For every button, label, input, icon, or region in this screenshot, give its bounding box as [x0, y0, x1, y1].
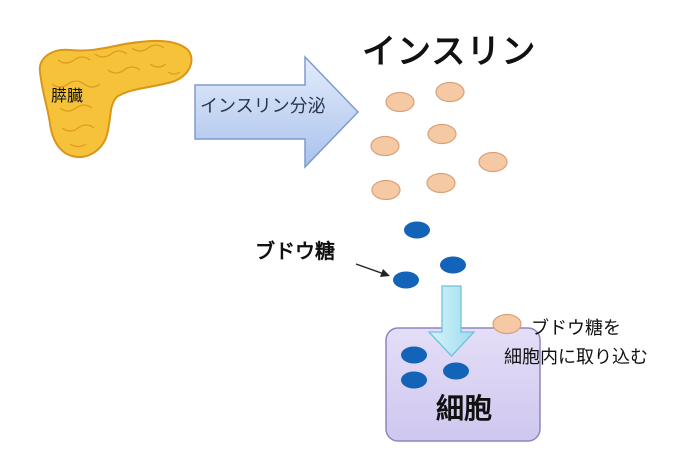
insulin-particle [435, 81, 465, 103]
insulin-particle [426, 172, 456, 194]
insulin-particle [492, 313, 522, 335]
down-arrow-icon [427, 285, 476, 357]
uptake-label-line2: 細胞内に取り込む [504, 347, 648, 368]
pancreas-lobules [51, 44, 181, 148]
insulin-particle [370, 135, 400, 157]
pancreas-icon [38, 39, 193, 158]
insulin-particle [385, 91, 415, 113]
insulin-title: インスリン [362, 32, 537, 72]
insulin-particle [478, 151, 508, 173]
insulin-particle [371, 179, 401, 201]
glucose-molecule [401, 346, 427, 364]
glucose-molecule [440, 256, 466, 274]
glucose-molecule [404, 221, 430, 239]
right-arrow-icon [194, 55, 360, 169]
glucose-molecule [401, 371, 427, 389]
glucose-molecules-inside [401, 346, 469, 389]
insulin-secretion-label: インスリン分泌 [200, 96, 326, 117]
pointer-arrow-icon [355, 263, 390, 277]
uptake-label-line1: ブドウ糖を [531, 318, 621, 339]
glucose-molecules-outside [393, 221, 466, 289]
cell-label: 細胞 [436, 392, 493, 425]
glucose-molecule [443, 362, 469, 380]
insulin-particles [370, 81, 508, 201]
pancreas-label: 膵臓 [51, 86, 84, 105]
glucose-molecule [393, 271, 419, 289]
glucose-label: ブドウ糖 [255, 239, 335, 263]
insulin-particle [427, 123, 457, 145]
